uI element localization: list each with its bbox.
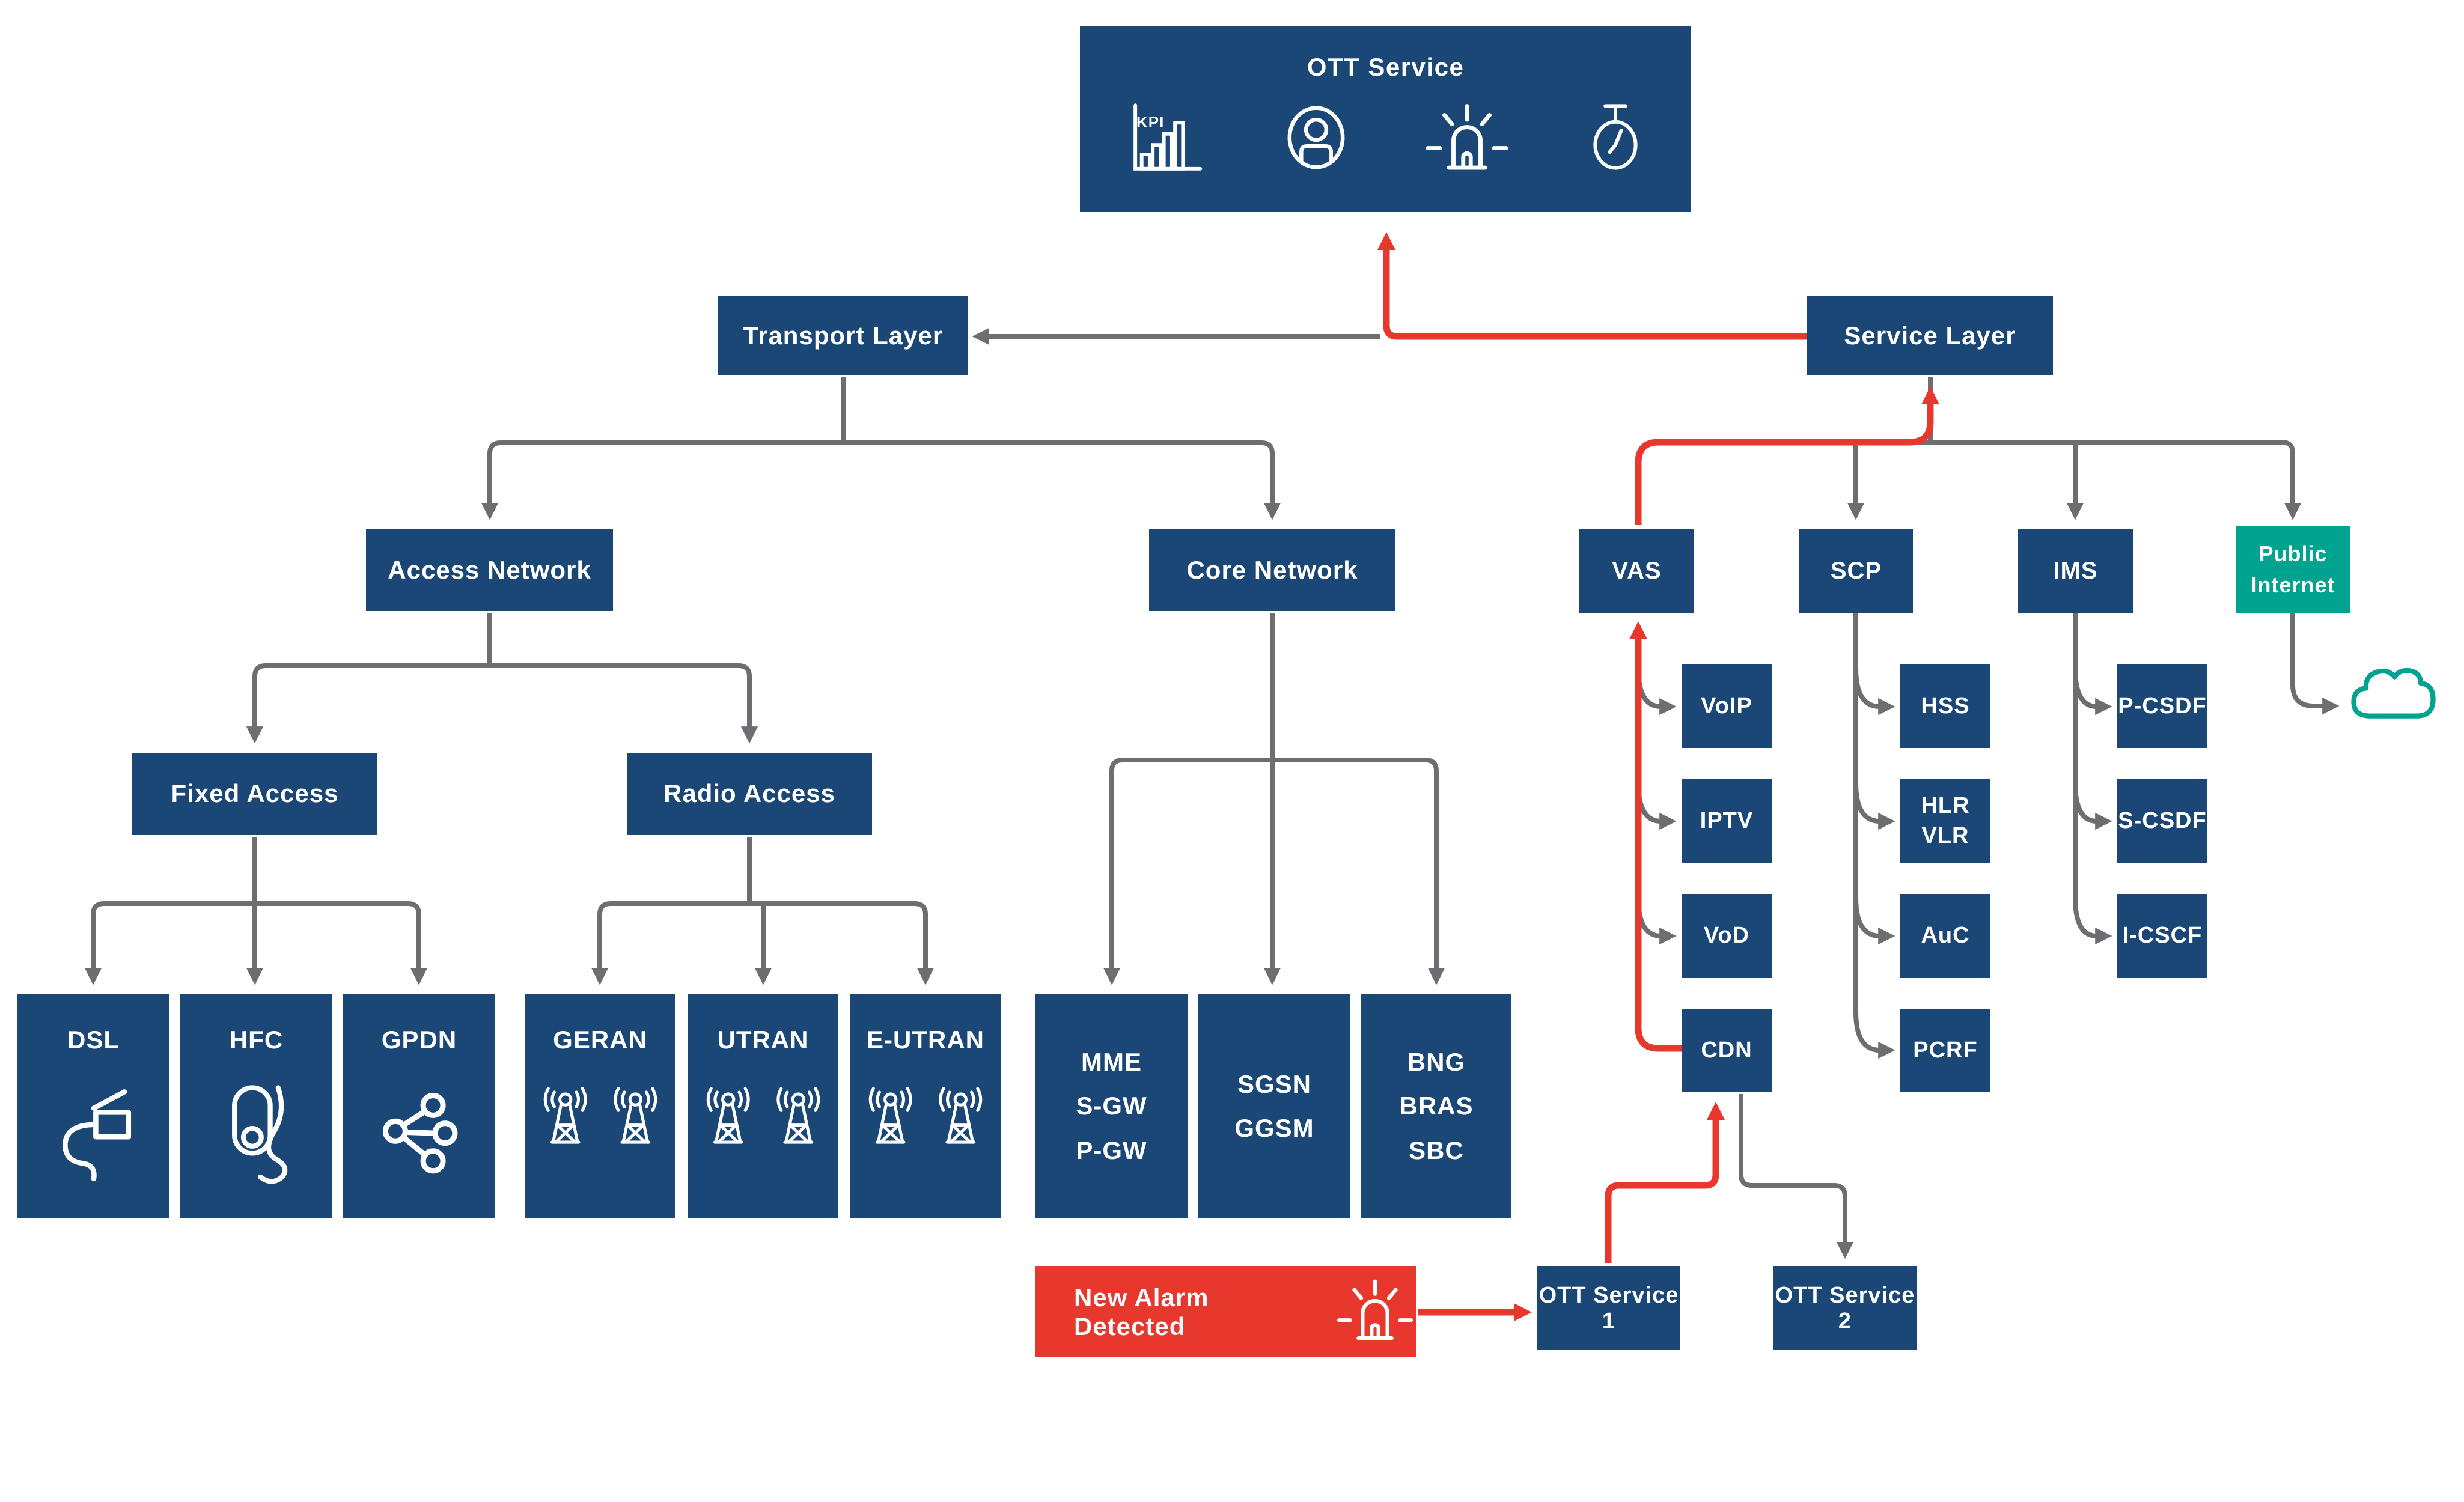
siren-icon	[1422, 102, 1512, 177]
stopwatch-icon	[1579, 97, 1651, 177]
connector-vas-to-vod	[1636, 897, 1677, 945]
connector-scp-to-hss	[1853, 667, 1895, 716]
node-ott-service-2: OTT Service 2	[1773, 1266, 1917, 1350]
node-s-csdf: S-CSDF	[2117, 779, 2207, 863]
alarm-label: New Alarm Detected	[1074, 1283, 1209, 1340]
alarm-banner: New Alarm Detected	[1035, 1266, 1416, 1357]
kpi-label: KPI	[1136, 113, 1165, 131]
node-dsl: DSL	[17, 994, 169, 1218]
node-gpdn: GPDN	[343, 994, 495, 1218]
node-core-network: Core Network	[1149, 529, 1395, 611]
red-path-service-to-ott	[1377, 232, 1807, 340]
connector-ims-to-scsdf	[2073, 782, 2112, 830]
radio-towers-icon	[535, 1080, 666, 1155]
cloud-icon	[2344, 656, 2443, 734]
connector-radio-to-geran	[591, 901, 749, 985]
connector-vas-to-iptv	[1636, 782, 1677, 830]
network-share-icon	[370, 1080, 469, 1179]
node-p-csdf: P-CSDF	[2117, 664, 2207, 748]
node-pcrf: PCRF	[1900, 1009, 1990, 1092]
siren-icon	[1334, 1277, 1416, 1346]
node-cdn: CDN	[1682, 1009, 1772, 1092]
red-path-vas-to-service	[1635, 386, 1939, 525]
node-ott-service: OTT Service KPI	[1080, 26, 1691, 212]
node-e-utran: E-UTRAN	[850, 994, 1001, 1218]
node-scp: SCP	[1799, 529, 1913, 613]
connector-core-to-mme	[1103, 758, 1272, 985]
node-ims: IMS	[2018, 529, 2133, 613]
node-vod: VoD	[1682, 894, 1772, 978]
connector-public-internet-to-cloud	[2290, 613, 2340, 715]
node-fixed-access: Fixed Access	[132, 753, 377, 835]
node-auc: AuC	[1900, 894, 1990, 978]
connector-ims-spine	[2073, 613, 2112, 945]
node-ott-service-1: OTT Service 1	[1537, 1266, 1680, 1350]
node-utran: UTRAN	[688, 994, 838, 1218]
node-i-cscf: I-CSCF	[2117, 894, 2207, 978]
connector-core-to-bng	[1272, 758, 1445, 985]
kpi-chart-icon: KPI	[1120, 97, 1210, 177]
connector-scp-to-hlr	[1853, 782, 1895, 830]
connector-radio-to-eutran	[749, 901, 935, 985]
red-path-cdn-to-vas	[1629, 621, 1682, 1052]
user-icon	[1277, 99, 1355, 177]
node-access-network: Access Network	[366, 529, 613, 611]
node-hfc: HFC	[180, 994, 332, 1218]
connector-cdn-to-ott2	[1739, 1094, 1854, 1259]
connector-transport-to-core	[843, 440, 1281, 520]
connector-ims-to-pcsdf	[2073, 667, 2112, 716]
connector-service-rail-public-internet	[1650, 440, 2302, 520]
node-vas: VAS	[1579, 529, 1694, 613]
red-path-ott1-to-cdn	[1605, 1102, 1725, 1263]
node-service-layer: Service Layer	[1807, 296, 2053, 376]
connector-fixed-to-dsl	[84, 901, 255, 985]
node-radio-access: Radio Access	[627, 753, 872, 835]
radio-towers-icon	[860, 1080, 991, 1155]
cable-modem-icon	[207, 1080, 306, 1189]
node-transport-layer: Transport Layer	[718, 296, 968, 376]
node-iptv: IPTV	[1682, 779, 1772, 863]
node-geran: GERAN	[525, 994, 675, 1218]
node-voip: VoIP	[1682, 664, 1772, 748]
node-hss: HSS	[1900, 664, 1990, 748]
connector-fixed-to-gpdn	[255, 901, 428, 985]
connector-scp-to-auc	[1853, 897, 1895, 945]
connector-access-to-radio	[490, 663, 758, 744]
ethernet-plug-icon	[43, 1080, 145, 1182]
connector-vas-to-voip	[1636, 667, 1677, 716]
connector-transport-to-access	[481, 440, 843, 520]
radio-towers-icon	[698, 1080, 829, 1155]
ott-service-title: OTT Service	[1307, 53, 1465, 81]
connector-access-to-fixed	[246, 663, 490, 744]
connector-scp-spine	[1853, 613, 1895, 1059]
